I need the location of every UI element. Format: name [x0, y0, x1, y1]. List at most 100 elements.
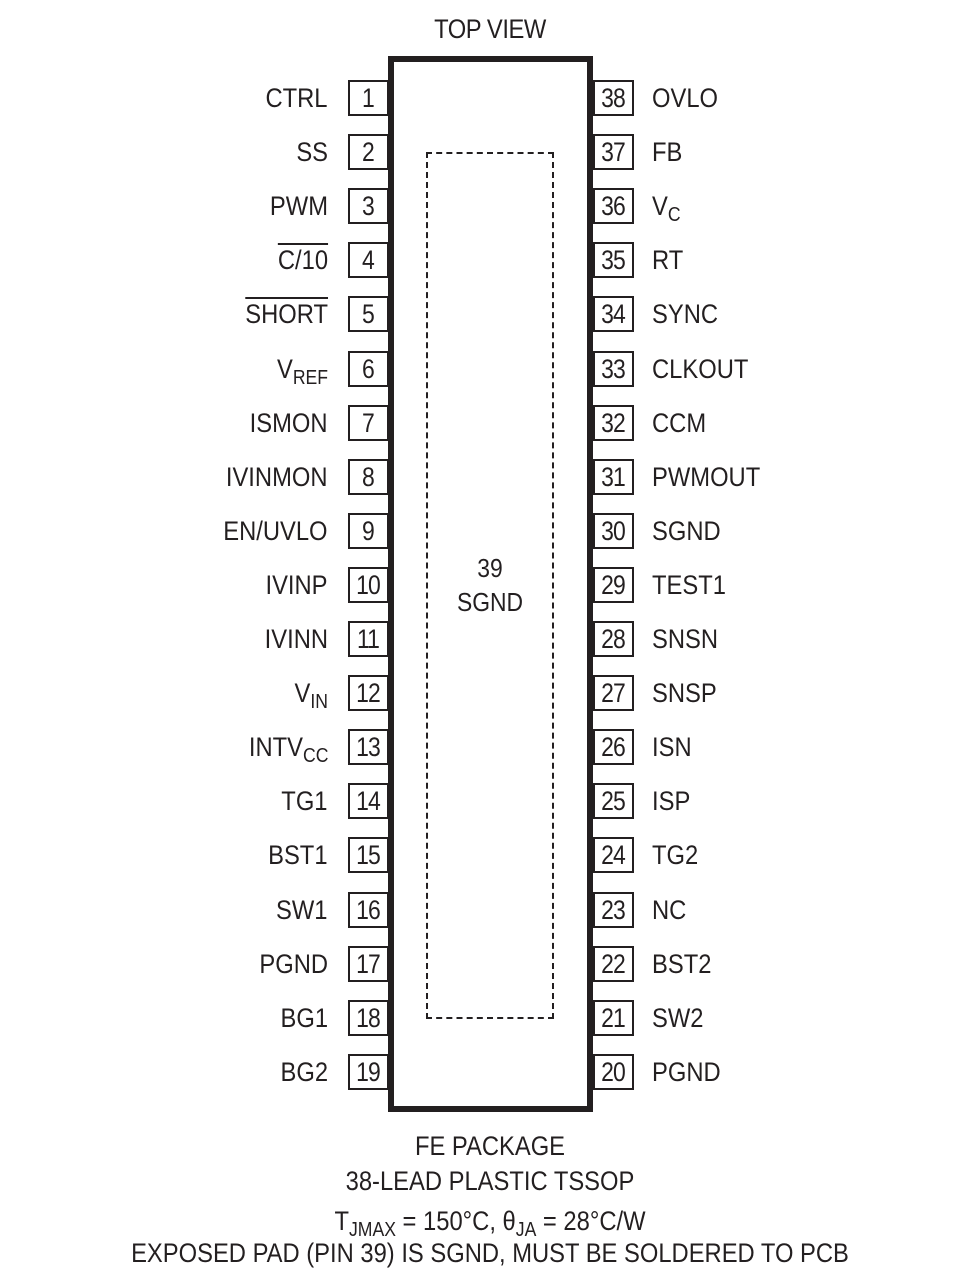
- pin-number: 33: [601, 353, 627, 384]
- pin-13-box: 13: [348, 729, 389, 766]
- pin-15-label: BST1: [269, 837, 328, 873]
- pin-12-label: VIN: [295, 675, 328, 720]
- pin-number: 31: [601, 461, 627, 492]
- pin-name: EN/UVLO: [223, 515, 328, 546]
- pin-number: 7: [362, 407, 376, 438]
- pin-number: 30: [601, 515, 627, 546]
- pin-19-label: BG2: [280, 1054, 328, 1090]
- pin-20-label: PGND: [652, 1054, 721, 1090]
- pin-14-box: 14: [348, 783, 389, 820]
- pin-number: 23: [601, 894, 627, 925]
- pin-number: 24: [601, 840, 627, 871]
- pin-name: PGND: [652, 1056, 721, 1087]
- package-name: FE PACKAGE: [414, 1131, 566, 1161]
- pin-name: ISMON: [250, 407, 328, 438]
- pin-name: INTV: [248, 732, 303, 763]
- pin-24-label: TG2: [652, 837, 698, 873]
- pin-number: 11: [357, 624, 380, 654]
- pin-6-box: 6: [348, 350, 389, 387]
- pin-name: IVINN: [264, 624, 328, 654]
- pin-number: 13: [356, 732, 382, 763]
- pin-31-box: 31: [593, 458, 634, 495]
- pin-name: V: [652, 191, 668, 222]
- pin-name: SW1: [276, 894, 328, 925]
- pin-number: 36: [601, 191, 627, 222]
- pin-4-box: 4: [348, 242, 389, 279]
- pin-7-box: 7: [348, 404, 389, 441]
- pin-number: 29: [601, 569, 627, 600]
- pin-name-subscript: C: [667, 204, 681, 227]
- thermal-specs: TJMAX = 150°C, θJA = 28°C/W: [334, 1206, 646, 1241]
- pin-number: 18: [356, 1002, 382, 1033]
- pin-number: 3: [362, 191, 376, 222]
- pin-name: CTRL: [265, 83, 328, 113]
- pin-name: PGND: [259, 948, 328, 979]
- pin-27-label: SNSP: [652, 675, 717, 711]
- pin-30-box: 30: [593, 512, 634, 549]
- pin-12-box: 12: [348, 675, 389, 712]
- pin-number: 27: [601, 678, 627, 709]
- pin-33-box: 33: [593, 350, 634, 387]
- pin-30-label: SGND: [652, 513, 721, 549]
- pin-name: SHORT: [245, 299, 328, 330]
- pin-number: 8: [362, 461, 376, 492]
- pin-29-box: 29: [593, 566, 634, 603]
- pin-name: SNSN: [652, 624, 719, 654]
- pin-7-label: ISMON: [250, 405, 328, 441]
- pin-4-label: C/10: [278, 242, 328, 278]
- pin-33-label: CLKOUT: [652, 351, 748, 387]
- pin-18-label: BG1: [280, 1000, 328, 1036]
- pin-number: 1: [362, 83, 376, 113]
- pin-3-label: PWM: [270, 188, 328, 224]
- pin-37-box: 37: [593, 134, 634, 171]
- pin-name: PWM: [269, 191, 328, 222]
- pin-number: 20: [601, 1056, 627, 1087]
- pin-name: BST1: [268, 840, 328, 871]
- pin-13-label: INTVCC: [248, 729, 328, 774]
- pin-number: 10: [356, 569, 382, 600]
- pin-name-subscript: REF: [292, 366, 328, 389]
- exposed-pad-name: SGND: [456, 587, 524, 617]
- pin-name: TEST1: [652, 569, 726, 600]
- pin-36-label: VC: [652, 188, 681, 233]
- pin-8-box: 8: [348, 458, 389, 495]
- exposed-pad: [426, 152, 554, 1019]
- pin-25-box: 25: [593, 783, 634, 820]
- package-description: 38-LEAD PLASTIC TSSOP: [345, 1166, 635, 1196]
- pin-15-box: 15: [348, 837, 389, 874]
- pin-1-box: 1: [348, 80, 389, 116]
- pin-29-label: TEST1: [652, 567, 726, 603]
- exposed-pad-note: EXPOSED PAD (PIN 39) IS SGND, MUST BE SO…: [131, 1238, 849, 1268]
- pin-16-label: SW1: [277, 892, 328, 928]
- pin-name: ISN: [652, 732, 692, 763]
- pin-38-label: OVLO: [652, 80, 718, 116]
- pin-name-subscript: CC: [302, 745, 328, 768]
- pin-26-box: 26: [593, 729, 634, 766]
- pin-23-label: NC: [652, 892, 686, 928]
- pin-11-box: 11: [348, 621, 389, 657]
- pin-name: CCM: [652, 407, 707, 438]
- pin-3-box: 3: [348, 188, 389, 225]
- pin-number: 28: [601, 624, 627, 654]
- pin-name: SGND: [652, 515, 721, 546]
- pin-name: ISP: [652, 786, 691, 817]
- pin-24-box: 24: [593, 837, 634, 874]
- pin-name: CLKOUT: [652, 353, 749, 384]
- pin-21-box: 21: [593, 999, 634, 1036]
- pin-16-box: 16: [348, 891, 389, 928]
- pin-5-box: 5: [348, 296, 389, 333]
- pin-number: 25: [601, 786, 627, 817]
- pin-number: 12: [356, 678, 382, 709]
- pin-number: 21: [601, 1002, 627, 1033]
- pin-name: FB: [652, 137, 683, 168]
- pin-number: 35: [601, 245, 627, 276]
- pin-14-label: TG1: [282, 783, 328, 819]
- pin-32-box: 32: [593, 404, 634, 441]
- pin-1-label: CTRL: [266, 80, 328, 116]
- pin-name: SS: [296, 137, 328, 168]
- pin-27-box: 27: [593, 675, 634, 712]
- pin-name: SNSP: [652, 678, 717, 709]
- pin-21-label: SW2: [652, 1000, 703, 1036]
- pin-name: PWMOUT: [652, 461, 761, 492]
- pin-37-label: FB: [652, 134, 682, 170]
